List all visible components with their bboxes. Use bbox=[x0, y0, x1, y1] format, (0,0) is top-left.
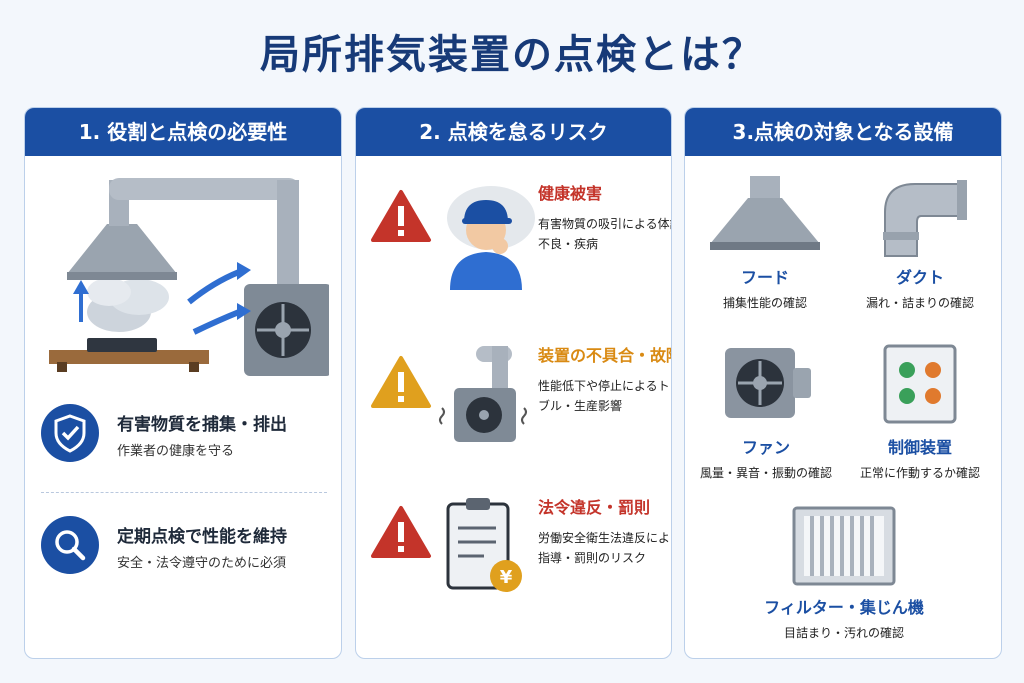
hood-icon bbox=[710, 176, 820, 250]
feature-inspection: 定期点検で性能を維持 安全・法令遵守のために必須 bbox=[41, 516, 331, 586]
equipment-description: 風量・異音・振動の確認 bbox=[699, 466, 832, 480]
equipment-description: 目詰まり・汚れの確認 bbox=[783, 626, 904, 640]
risk-title: 健康被害 bbox=[538, 184, 603, 203]
equipment-title: ファン bbox=[741, 438, 790, 457]
equipment-title: フィルター・集じん機 bbox=[764, 598, 924, 617]
equipment-fan: ファン 風量・異音・振動の確認 bbox=[691, 340, 841, 481]
warning-icon bbox=[371, 190, 431, 242]
page-title: 局所排気装置の点検とは？ bbox=[260, 32, 764, 78]
filter-icon bbox=[792, 506, 896, 586]
warning-icon bbox=[371, 356, 431, 408]
panel-role: 1. 役割と点検の必要性 bbox=[24, 107, 342, 659]
warning-icon bbox=[371, 506, 431, 558]
risk-title: 装置の不具合・故障 bbox=[538, 346, 672, 365]
equipment-hood: フード 捕集性能の確認 bbox=[695, 170, 835, 311]
sick-worker-icon bbox=[447, 186, 535, 290]
risk-description: 労働安全衛生法違反による指導・罰則のリスク bbox=[538, 531, 672, 565]
equipment-description: 漏れ・詰まりの確認 bbox=[865, 296, 974, 310]
feature-subtitle: 安全・法令遵守のために必須 bbox=[117, 556, 287, 571]
equipment-title: フード bbox=[740, 268, 789, 287]
equipment-control: 制御装置 正常に作動するか確認 bbox=[845, 340, 995, 481]
clipboard-yen-icon: ¥ bbox=[446, 498, 522, 592]
equipment-description: 正常に作動するか確認 bbox=[859, 466, 980, 480]
risk-description: 性能低下や停止によるトラブル・生産影響 bbox=[538, 379, 672, 413]
panel-heading-risks: 2. 点検を怠るリスク bbox=[356, 108, 671, 156]
svg-text:¥: ¥ bbox=[500, 567, 513, 588]
control-panel-icon bbox=[883, 344, 957, 424]
risk-title: 法令違反・罰則 bbox=[538, 498, 651, 517]
broken-fan-icon bbox=[439, 346, 527, 442]
panel-equipment: 3.点検の対象となる設備 フード 捕集性能の確認 ダクト 漏れ・詰まりの確認 bbox=[684, 107, 1002, 659]
fan-icon bbox=[725, 348, 811, 418]
feature-capture: 有害物質を捕集・排出 作業者の健康を守る bbox=[41, 404, 331, 474]
equipment-description: 捕集性能の確認 bbox=[722, 296, 807, 310]
feature-title: 定期点検で性能を維持 bbox=[117, 527, 287, 547]
risk-malfunction: 装置の不具合・故障 性能低下や停止によるトラブル・生産影響 bbox=[370, 342, 671, 452]
risk-description: 有害物質の吸引による体調不良・疾病 bbox=[538, 217, 672, 251]
risk-legal: ¥ 法令違反・罰則 労働安全衛生法違反による指導・罰則のリスク bbox=[370, 494, 671, 604]
panel-heading-equipment: 3.点検の対象となる設備 bbox=[685, 108, 1001, 156]
local-exhaust-system-illustration bbox=[49, 178, 329, 376]
feature-subtitle: 作業者の健康を守る bbox=[117, 444, 235, 459]
equipment-duct: ダクト 漏れ・詰まりの確認 bbox=[845, 170, 995, 311]
equipment-filter: フィルター・集じん機 目詰まり・汚れの確認 bbox=[719, 500, 969, 641]
panel-risks: 2. 点検を怠るリスク 健康被害 有害物質の吸引による体調不良・疾病 bbox=[355, 107, 672, 659]
duct-icon bbox=[883, 180, 967, 257]
divider bbox=[41, 492, 327, 493]
magnifier-icon bbox=[41, 516, 99, 574]
risk-health: 健康被害 有害物質の吸引による体調不良・疾病 bbox=[370, 180, 671, 290]
equipment-title: ダクト bbox=[895, 268, 944, 287]
equipment-title: 制御装置 bbox=[887, 438, 952, 457]
panel-heading-role: 1. 役割と点検の必要性 bbox=[25, 108, 341, 156]
shield-check-icon bbox=[41, 404, 99, 462]
feature-title: 有害物質を捕集・排出 bbox=[117, 415, 287, 435]
